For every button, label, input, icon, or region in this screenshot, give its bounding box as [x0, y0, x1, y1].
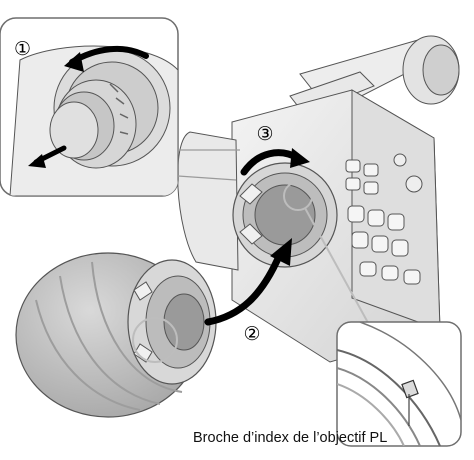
- inset-index-pin: [337, 322, 461, 446]
- step-3-label: ③: [256, 123, 273, 145]
- camera-body: [178, 36, 459, 362]
- pl-lens: [16, 253, 216, 417]
- index-pin-caption: Broche d’index de l’objectif PL: [193, 430, 463, 446]
- step-1-label: ①: [14, 38, 31, 60]
- step-2-label: ②: [243, 323, 260, 345]
